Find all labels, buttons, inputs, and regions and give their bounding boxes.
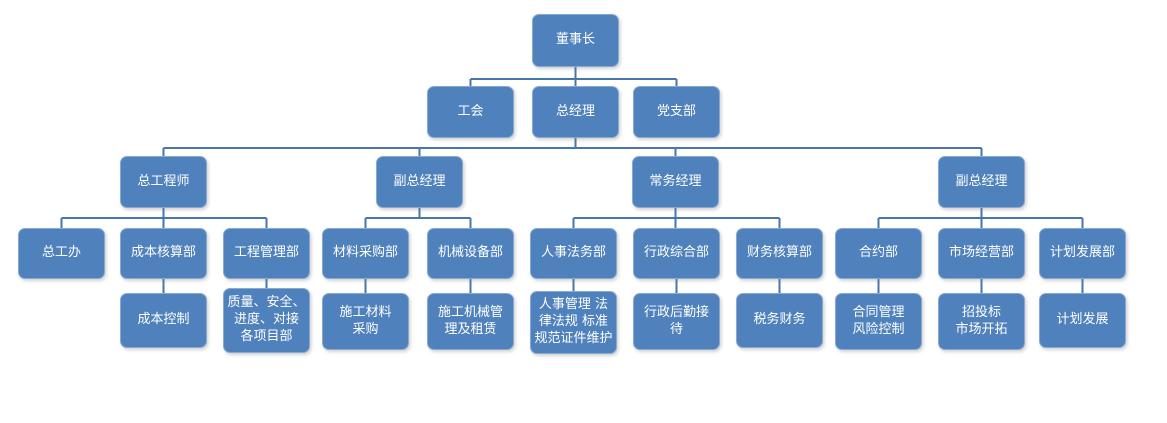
org-node-labor-union: 工会 [427, 86, 514, 138]
org-node-engineering-management-dept: 工程管理部 [223, 228, 310, 279]
org-node-admin-general-dept: 行政综合部 [633, 228, 720, 279]
org-node-cost-accounting-dept: 成本核算部 [120, 228, 207, 279]
connector-general-manager-children [162, 136, 983, 158]
org-node-market-operation-dept: 市场经营部 [938, 228, 1025, 279]
org-node-construction-material-procurement: 施工材料 采购 [322, 293, 409, 350]
org-node-chairman: 董事长 [532, 14, 619, 67]
org-node-quality-safety-progress-projects: 质量、安全、 进度、对接 各项目部 [223, 288, 310, 353]
org-node-admin-logistics-reception: 行政后勤接 待 [633, 293, 720, 350]
org-node-executive-manager: 常务经理 [632, 156, 719, 208]
connector-deputy-gm-2-children [877, 206, 1084, 230]
connector-executive-manager-children [572, 206, 781, 230]
org-node-material-procurement-dept: 材料采购部 [322, 228, 409, 279]
connector-department-details [162, 278, 1084, 296]
org-node-hr-management-legal-certificates: 人事管理 法 律法规 标准 规范证件维护 [530, 291, 617, 354]
org-node-construction-machinery-management-rental: 施工机械管 理及租赁 [427, 293, 514, 350]
org-node-party-branch: 党支部 [633, 86, 720, 138]
org-node-tax-finance: 税务财务 [736, 293, 823, 348]
org-node-plan-development: 计划发展 [1039, 293, 1126, 348]
org-node-deputy-general-manager-1: 副总经理 [376, 156, 463, 208]
org-node-chief-engineer-office: 总工办 [18, 228, 105, 279]
org-node-planning-development-dept: 计划发展部 [1039, 228, 1126, 279]
org-node-bidding-market-development: 招投标 市场开拓 [938, 293, 1025, 350]
org-node-contract-dept: 合约部 [835, 228, 922, 279]
org-node-contract-management-risk-control: 合同管理 风险控制 [835, 293, 922, 350]
connector-chief-engineer-children [60, 206, 268, 230]
org-node-chief-engineer: 总工程师 [120, 156, 207, 208]
org-node-cost-control: 成本控制 [120, 293, 207, 348]
org-node-general-manager: 总经理 [532, 86, 619, 138]
org-node-hr-legal-dept: 人事法务部 [530, 228, 617, 279]
org-node-deputy-general-manager-2: 副总经理 [938, 156, 1025, 208]
org-node-machinery-equipment-dept: 机械设备部 [427, 228, 514, 279]
connector-deputy-gm-1-children [364, 206, 472, 230]
connector-chairman-children [469, 64, 678, 88]
org-node-finance-accounting-dept: 财务核算部 [736, 228, 823, 279]
